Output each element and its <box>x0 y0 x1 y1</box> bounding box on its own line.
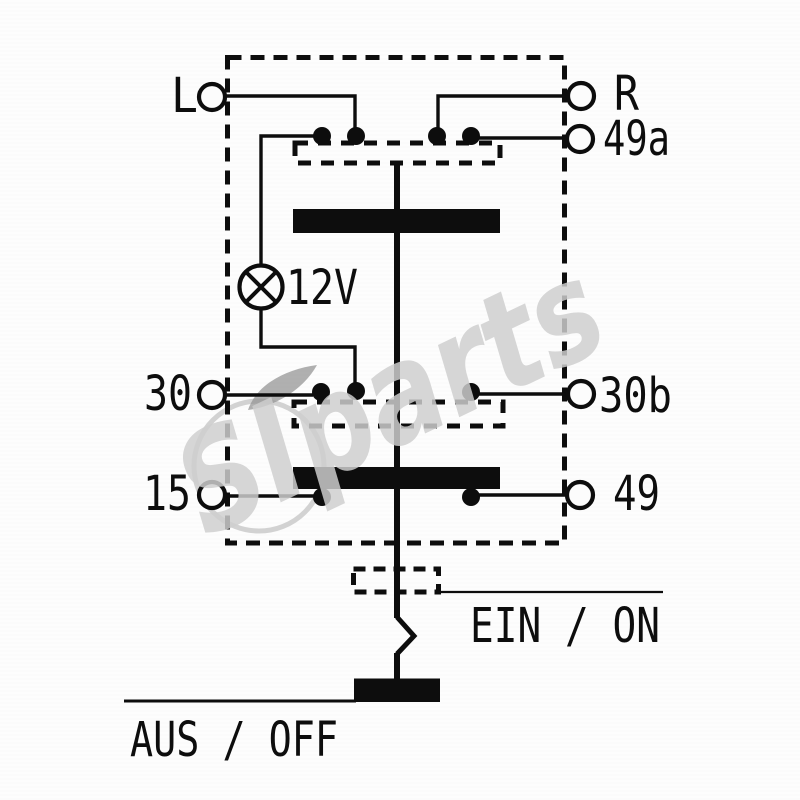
switch-lever-zigzag <box>395 615 418 656</box>
wire-r-to-contact <box>436 94 567 128</box>
terminal-30b-circle <box>565 378 597 410</box>
state-off-label: AUS / OFF <box>130 712 338 768</box>
terminal-r-label: R <box>614 66 639 122</box>
terminal-15-label: 15 <box>143 466 191 522</box>
contact-bridge-top-outline <box>292 140 503 166</box>
terminal-49-label: 49 <box>613 466 660 522</box>
contact-dot <box>347 382 365 400</box>
wire-lamp-to-contact <box>259 309 357 383</box>
watermark-text: SIparts <box>152 231 628 568</box>
contact-dot <box>313 488 331 506</box>
wire-l-to-contact <box>226 94 357 128</box>
terminal-30-label: 30 <box>144 366 192 422</box>
terminal-49a-label: 49a <box>603 111 670 167</box>
contact-dot <box>428 127 446 145</box>
contact-dot <box>462 383 480 401</box>
contact-dot <box>313 127 331 145</box>
contact-dot <box>312 383 330 401</box>
wire-contact-to-lamp <box>259 134 322 266</box>
state-on-label: EIN / ON <box>470 598 660 654</box>
watermark-underlay <box>191 365 327 534</box>
detent-box-outline <box>351 566 441 595</box>
actuator-knob <box>354 678 440 702</box>
terminal-15-circle <box>196 479 228 511</box>
watermark-leaf-icon <box>248 365 317 410</box>
indicator-lamp-icon <box>237 263 285 311</box>
terminal-49a-circle <box>564 123 596 155</box>
terminal-l-label: L <box>171 68 198 124</box>
schematic-linework <box>124 55 663 703</box>
terminal-l-circle <box>196 81 228 113</box>
contact-dot <box>462 488 480 506</box>
terminal-30-circle <box>196 379 228 411</box>
terminal-30b-label: 30b <box>599 368 672 424</box>
contact-dot <box>462 127 480 145</box>
contact-dot <box>347 127 365 145</box>
contact-dots <box>312 127 480 506</box>
lamp-voltage-label: 12V <box>286 260 358 316</box>
terminal-49-circle <box>564 479 596 511</box>
terminal-r-circle <box>565 80 597 112</box>
